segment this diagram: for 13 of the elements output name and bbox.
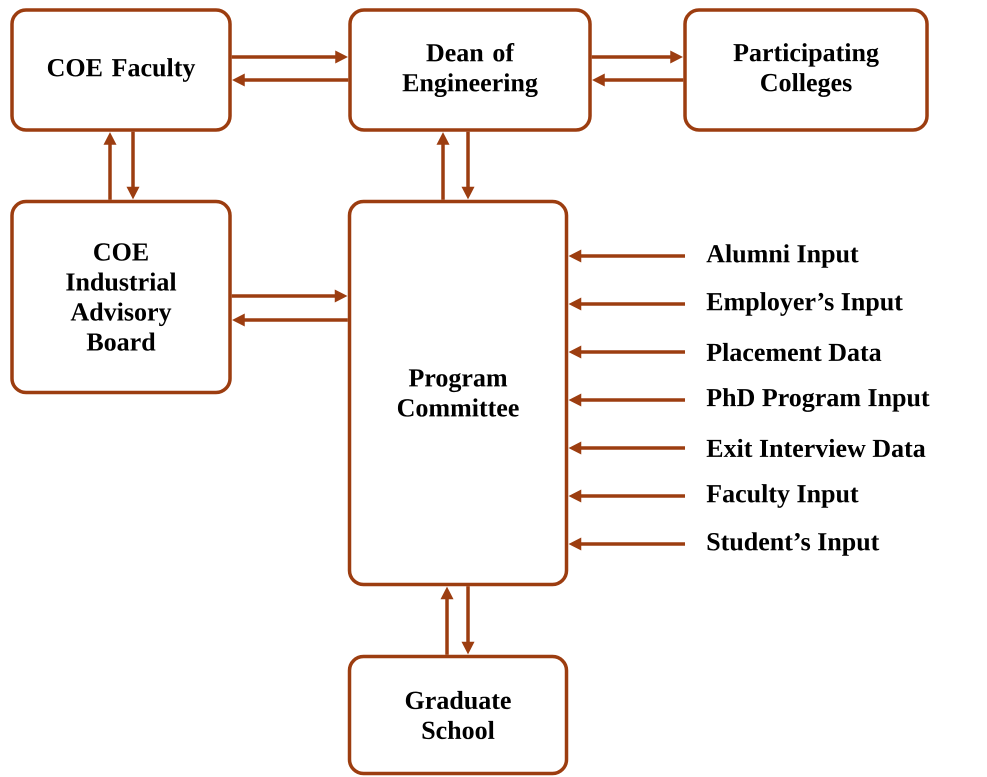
process-box: COE Industrial Advisory Board — [10, 200, 232, 394]
process-box: Participating Colleges — [683, 8, 929, 132]
process-box: Program Committee — [348, 200, 568, 586]
input-label: Employer’s Input — [706, 292, 903, 316]
input-label: PhD Program Input — [706, 388, 930, 412]
input-label: Alumni Input — [706, 244, 859, 268]
input-label: Student’s Input — [708, 532, 880, 556]
input-label: Exit Interview Data — [706, 438, 926, 458]
process-box: Graduate School — [348, 654, 568, 776]
process-box: COE Faculty — [10, 8, 232, 132]
input-label: Faculty Input — [706, 484, 858, 508]
process-box: Dean of Engineering — [348, 8, 592, 132]
input-label: Placement Data — [706, 342, 882, 362]
